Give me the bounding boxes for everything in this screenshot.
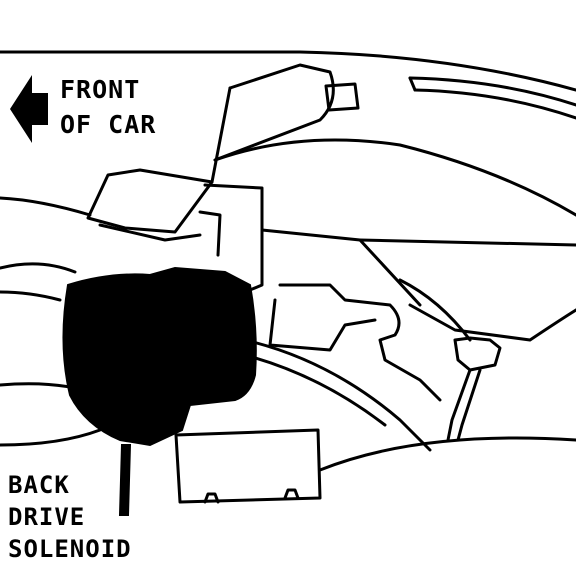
dash-top-edge	[0, 50, 576, 92]
callout-leader	[118, 444, 132, 516]
connector-notch-right	[283, 488, 300, 500]
floor-hump-right	[318, 436, 576, 472]
linkage-arc-inner	[243, 353, 387, 427]
back-drive-solenoid	[62, 266, 257, 447]
switch-body	[453, 336, 502, 372]
column-shroud-flap	[86, 168, 214, 234]
solenoid-label-line1: BACK	[8, 471, 70, 499]
switch-wire-2	[456, 368, 482, 442]
left-panel-bottom	[0, 290, 62, 302]
connector-notch-left	[203, 492, 220, 504]
dash-lower-edge	[213, 138, 576, 217]
left-panel-lower	[0, 262, 77, 274]
solenoid-label-line2: DRIVE	[8, 503, 86, 531]
column-cover-side	[210, 86, 232, 184]
dash-vent-inner	[413, 88, 576, 120]
linkage-arc	[243, 338, 432, 452]
dash-square	[324, 82, 360, 112]
dash-vent-end	[408, 76, 417, 92]
floor-line-left	[0, 428, 102, 447]
column-cover	[213, 63, 335, 162]
column-shroud-lower	[98, 223, 202, 242]
solenoid-label-line3: SOLENOID	[8, 535, 132, 563]
front-of-car-line1: FRONT	[60, 75, 141, 104]
floor-pan-edge	[358, 238, 576, 247]
left-arrow-icon	[10, 75, 48, 143]
dash-vent	[408, 76, 576, 107]
switch-wire-1	[446, 368, 472, 442]
column-housing	[203, 183, 264, 292]
mount-bracket	[278, 283, 442, 402]
mount-bracket-inner	[268, 298, 377, 352]
right-bracket	[408, 303, 576, 342]
column-housing-inner	[198, 210, 222, 257]
connector-plate	[174, 428, 322, 504]
right-bracket-side	[398, 278, 472, 342]
left-panel-line	[0, 196, 92, 217]
front-of-car-line2: OF CAR	[60, 110, 157, 139]
